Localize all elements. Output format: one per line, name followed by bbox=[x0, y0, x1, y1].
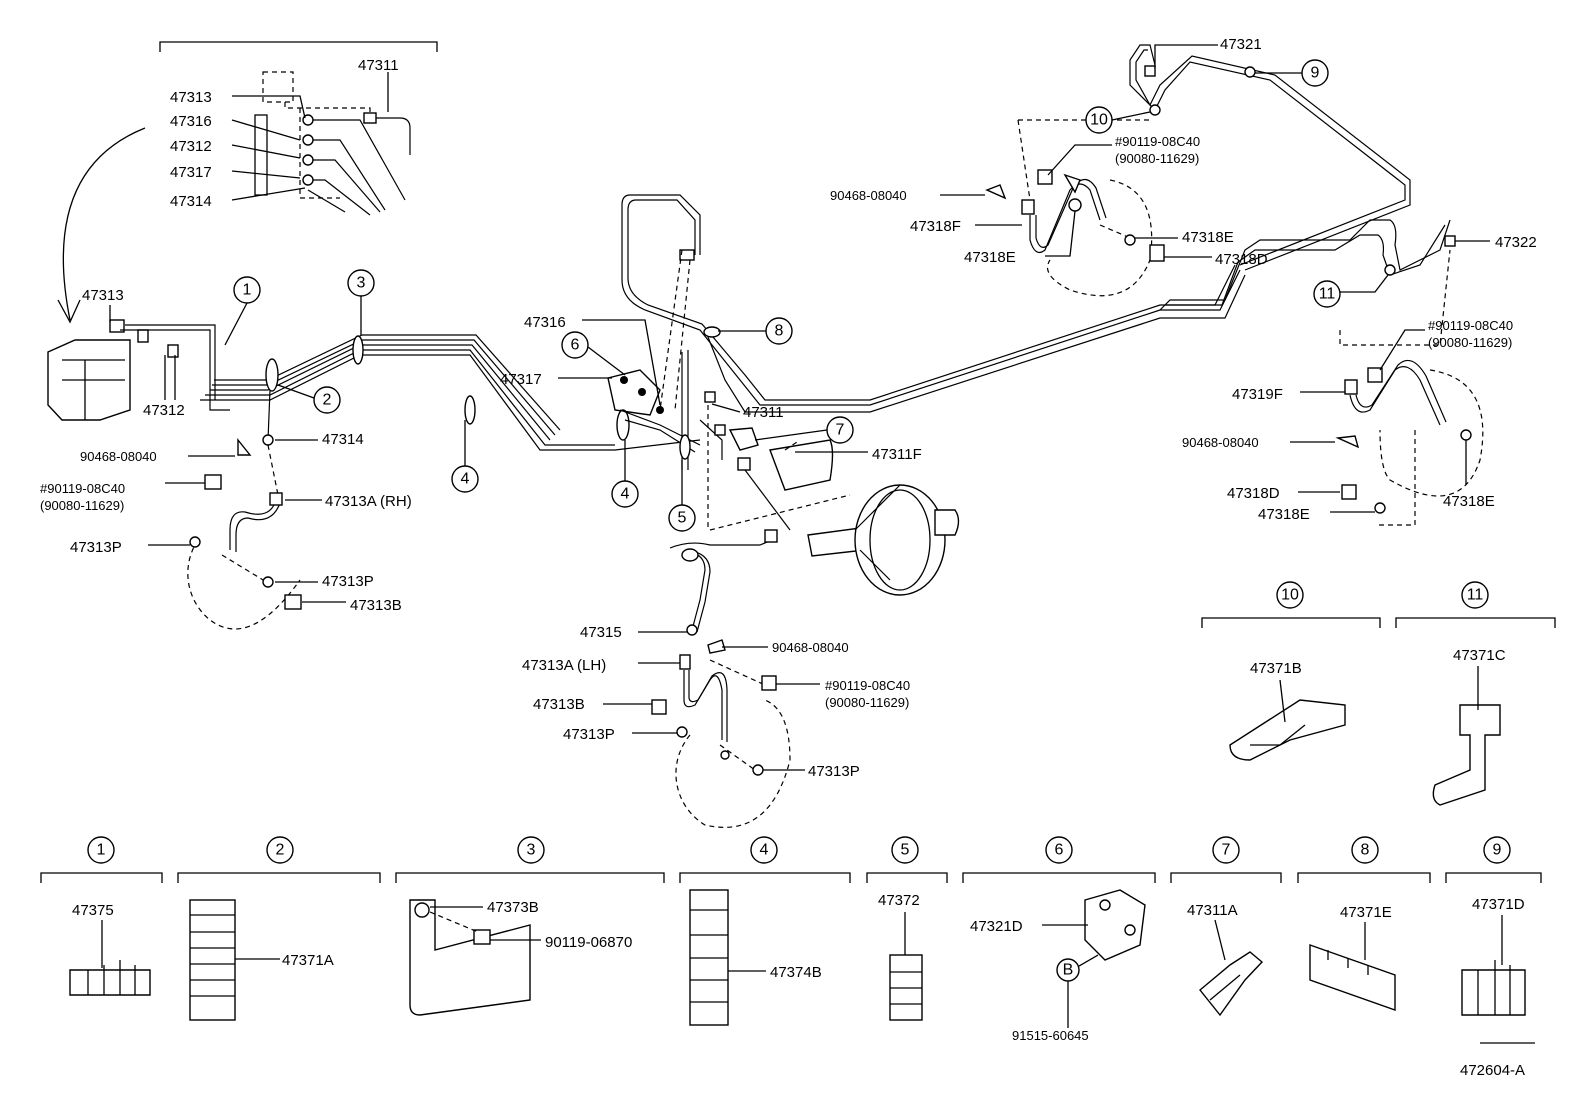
label-47311f: 47311F bbox=[872, 446, 922, 463]
label-47318e-rear-right-b: 47318E bbox=[1443, 493, 1495, 510]
label-47313-abs: 47313 bbox=[82, 287, 124, 304]
label-47371e: 47371E bbox=[1340, 904, 1392, 921]
callout-7: 7 bbox=[836, 422, 845, 439]
label-47318f: 47318F bbox=[910, 218, 961, 235]
label-90468-08040-left: 90468-08040 bbox=[80, 449, 157, 464]
callout-4a: 4 bbox=[461, 471, 470, 488]
callout-3: 3 bbox=[357, 275, 366, 292]
label-47313-inset: 47313 bbox=[170, 89, 212, 106]
label-47372: 47372 bbox=[878, 892, 920, 909]
label-47311-center: 47311 bbox=[743, 404, 784, 421]
label-47317-inset: 47317 bbox=[170, 164, 212, 181]
label-47313p-center-a: 47313P bbox=[563, 726, 615, 743]
label-47318e-rear-left-b: 47318E bbox=[964, 249, 1016, 266]
label-47318d-rear-right: 47318D bbox=[1227, 485, 1280, 502]
label-47314-inset: 47314 bbox=[170, 193, 212, 210]
label-47312-abs: 47312 bbox=[143, 402, 185, 419]
callout-8: 8 bbox=[775, 323, 784, 340]
label-90080-11629-rear-left: (90080-11629) bbox=[1115, 151, 1199, 166]
label-47316-inset: 47316 bbox=[170, 113, 212, 130]
left-front-wheel-lines: 47314 90468-08040 #90119-08C40 (90080-11… bbox=[40, 324, 701, 630]
label-90119-06870: 90119-06870 bbox=[545, 934, 632, 951]
label-47313b-left: 47313B bbox=[350, 597, 402, 614]
reference-number: 472604-A bbox=[1460, 1062, 1525, 1079]
callout-6: 6 bbox=[571, 337, 580, 354]
clamp-groups-right: 10 47371B 11 47371C bbox=[1201, 581, 1556, 806]
label-90080-11629-left: (90080-11629) bbox=[40, 498, 124, 513]
label-90119-08c40-center: #90119-08C40 bbox=[825, 678, 910, 693]
label-47317-center: 47317 bbox=[500, 371, 542, 388]
label-47313p-left-b: 47313P bbox=[322, 573, 374, 590]
label-b: B bbox=[1063, 962, 1074, 979]
label-47313a-lh: 47313A (LH) bbox=[522, 657, 606, 674]
label-47313a-rh: 47313A (RH) bbox=[325, 493, 412, 510]
label-90468-08040-center: 90468-08040 bbox=[772, 640, 849, 655]
label-47318e-rear-right-a: 47318E bbox=[1258, 506, 1310, 523]
label-90080-11629-center: (90080-11629) bbox=[825, 695, 909, 710]
center-assembly: 47316 47317 47311 47311F 47315 90468-080… bbox=[500, 194, 1246, 828]
label-47319f: 47319F bbox=[1232, 386, 1283, 403]
label-47321: 47321 bbox=[1220, 36, 1262, 53]
group-9: 9 bbox=[1493, 842, 1502, 859]
label-47318d-rear-left: 47318D bbox=[1215, 251, 1268, 268]
group-5: 5 bbox=[901, 842, 910, 859]
label-47313p-center-b: 47313P bbox=[808, 763, 860, 780]
group-1: 1 bbox=[97, 842, 106, 859]
label-47312-inset: 47312 bbox=[170, 138, 212, 155]
label-47371c: 47371C bbox=[1453, 647, 1506, 664]
label-47313p-left-a: 47313P bbox=[70, 539, 122, 556]
inset-detail: 47311 47313 47316 47312 47317 47314 bbox=[57, 41, 438, 324]
label-90119-08c40-left: #90119-08C40 bbox=[40, 481, 125, 496]
callout-4b: 4 bbox=[621, 486, 630, 503]
label-47373b: 47373B bbox=[487, 899, 539, 916]
group-2: 2 bbox=[276, 842, 285, 859]
group-11: 11 bbox=[1467, 587, 1484, 604]
group-4: 4 bbox=[760, 842, 769, 859]
label-47371b: 47371B bbox=[1250, 660, 1302, 677]
label-47374b: 47374B bbox=[770, 964, 822, 981]
label-47322: 47322 bbox=[1495, 234, 1537, 251]
callout-11: 11 bbox=[1319, 286, 1336, 303]
label-90119-08c40-rear-left: #90119-08C40 bbox=[1115, 134, 1200, 149]
label-47375: 47375 bbox=[72, 902, 114, 919]
label-90119-08c40-rear-right: #90119-08C40 bbox=[1428, 318, 1513, 333]
label-90080-11629-rear-right: (90080-11629) bbox=[1428, 335, 1512, 350]
group-6: 6 bbox=[1055, 842, 1064, 859]
label-91515-60645: 91515-60645 bbox=[1012, 1028, 1089, 1043]
group-10: 10 bbox=[1281, 587, 1299, 604]
callout-1: 1 bbox=[243, 282, 252, 299]
label-47311-inset: 47311 bbox=[358, 57, 399, 74]
callout-9: 9 bbox=[1311, 65, 1320, 82]
label-47321d: 47321D bbox=[970, 918, 1023, 935]
group-3: 3 bbox=[527, 842, 536, 859]
abs-actuator: 47313 47312 bbox=[47, 287, 185, 421]
label-47313b-center: 47313B bbox=[533, 696, 585, 713]
label-90468-08040-rear-right: 90468-08040 bbox=[1182, 435, 1259, 450]
callout-2: 2 bbox=[323, 392, 332, 409]
label-47315: 47315 bbox=[580, 624, 622, 641]
label-47318e-rear-left-a: 47318E bbox=[1182, 229, 1234, 246]
label-47314: 47314 bbox=[322, 431, 364, 448]
label-90468-08040-rear-left: 90468-08040 bbox=[830, 188, 907, 203]
group-7: 7 bbox=[1222, 842, 1231, 859]
callout-5: 5 bbox=[678, 510, 687, 527]
rear-lines: 47321 #90119-08C40 (90080-11629) 90468-0… bbox=[830, 36, 1537, 526]
clamp-groups-bottom: 1 47375 2 47371A 3 47373B 90119-06870 4 … bbox=[40, 836, 1542, 1079]
callout-10: 10 bbox=[1090, 112, 1108, 129]
label-47311a: 47311A bbox=[1187, 902, 1238, 919]
label-47371d: 47371D bbox=[1472, 896, 1525, 913]
callouts: 1 2 3 4 4 5 6 7 8 9 10 11 bbox=[224, 59, 1389, 532]
group-8: 8 bbox=[1361, 842, 1370, 859]
label-47316-center: 47316 bbox=[524, 314, 566, 331]
label-47371a: 47371A bbox=[282, 952, 334, 969]
